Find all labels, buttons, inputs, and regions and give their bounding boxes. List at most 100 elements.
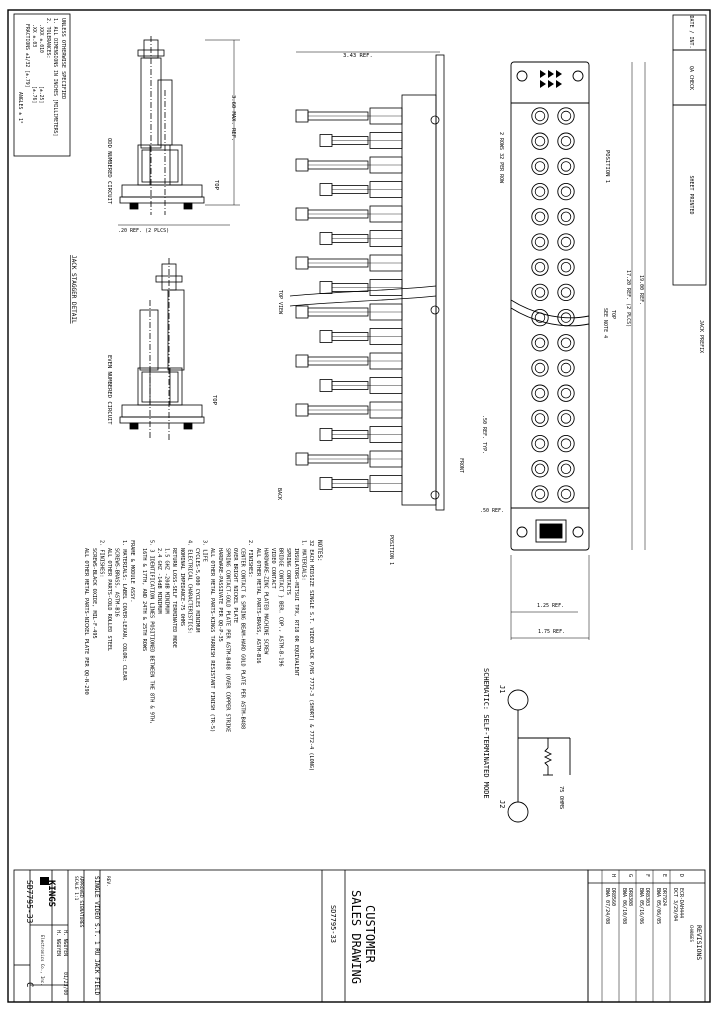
jack-inner [534,438,546,449]
note-line: RETURN LOSS-SELF TERMINATED MODE [171,548,177,648]
kings-logo-icon [40,877,49,885]
general-notes-box: UNLESS OTHERWISE SPECIFIED 1. ALL DIMENS… [13,13,71,157]
title-number: SD7795-33 [25,880,34,924]
side-width-dim: 3.43 REF. [343,53,373,59]
title-dwg-small: SD7795-33 [329,905,337,943]
revision-date: BWA 05/06/05 [655,888,661,924]
jack-inner [560,362,572,374]
side-jack-tip [319,330,333,343]
jack-outer [557,132,575,150]
jack-outer [557,107,575,125]
general-notes-tol1: .XXX ±.010 [38,24,44,53]
front-edge: .50 REF. [480,508,504,514]
general-notes-tol4: ANGLES ± 1° [17,92,23,124]
note-line: 2. FINISHES: [98,540,104,577]
odd-width-dim: .20 REF. (2 PLCS) [118,228,169,234]
front-position1: POSITION 1 [604,150,610,183]
jack-outer [557,157,575,176]
revision-date: BWA 06/10/08 [621,888,627,924]
jack-outer [557,308,575,327]
even-top-label: TOP [211,395,217,406]
revision-change: DR8303 [644,888,650,906]
jack-outer [557,334,575,352]
note-line: 3. LIFE [202,540,208,562]
side-jack-tip [295,158,309,172]
note-line: VIDEO CONTACT [270,548,276,589]
margin-label-printed: SHEET PRINTED [688,175,694,214]
jack-inner [560,438,572,449]
jack-outer [531,485,549,503]
note-line: 1.5 GHZ -20dB MINIMUM [164,548,170,614]
front-length-2plcs: 17.20 REF. (2 PLCS) [625,270,631,327]
general-notes-tol2: .XX ±.03 [31,24,37,47]
jack-inner [534,488,546,500]
note-line: SCREWS-BLACK OXIDE, MIL-F-495 [91,548,97,639]
title-date: 01/23/00 [62,972,68,995]
side-jack-tip [295,403,309,417]
note-line: BRIDGE CONTACT } BER. COP., ASTM-B-196 [278,548,284,667]
schematic [507,689,571,823]
jack-outer [557,233,575,251]
side-position1: POSITION 1 [388,535,394,565]
title-customer: CUSTOMER [363,905,377,964]
note-line: FRAME & MODULE ASSY. [129,540,135,602]
side-jack-tip [319,134,333,147]
note-line: SCREWS-BRASS, ASTM-B16 [114,548,120,617]
jack-inner [534,413,546,424]
jack-inner [560,287,572,298]
side-jack-tip [295,354,309,368]
general-notes-line2: 2. TOLERANCES: [45,18,51,58]
jack-inner [560,236,572,248]
side-back: BACK [276,488,282,500]
jack-inner [534,287,546,298]
revision-letter: D [678,874,684,877]
front-view-panel [510,61,590,551]
revision-date: BWA 05/16/06 [638,888,644,924]
jack-inner [560,211,572,223]
note-line: INSULATORS-MITSUI TPX, RT18 OR EQUIVALEN… [293,548,299,676]
jack-outer [557,182,575,201]
note-line: 2. FINISHES: [247,540,253,577]
jack-outer [557,409,575,428]
jack-outer [531,182,549,201]
note-line: CENTER CONTACT & SPRING BEAM-HARD GOLD P… [240,548,246,729]
title-sales: SALES DRAWING [349,890,363,984]
note-line: 5. 3 IDENTIFICATION LINES POSITIONED BET… [148,540,154,724]
odd-top-label: TOP [213,180,219,191]
jack-outer [531,359,549,377]
jack-inner [560,135,572,147]
margin-boxes: DATE / INT. QA CHECK SHEET PRINTED [672,14,707,286]
jack-inner [534,337,546,349]
note-line: HARDWARE-ZINC PLATED MACHINE SCREW [262,548,268,655]
side-jack-tip [295,207,309,221]
margin-label-qa: QA CHECK [688,66,694,90]
jack-outer [557,384,575,402]
jack-outer [531,132,549,150]
title-company-sub: Electronics Co., Inc. [40,935,45,986]
jack-outer [531,258,549,276]
jack-inner [560,161,572,172]
jack-inner [534,362,546,374]
side-jack-tip [295,256,309,270]
general-notes-tol2b: [±.76] [31,86,37,103]
revision-letter: F [644,874,650,877]
jack-inner [534,236,546,248]
jack-grid [531,107,575,503]
jack-outer [557,359,575,377]
revision-change: ECR-DAH444 [678,888,684,918]
jack-inner [560,337,572,349]
note-line: OVER BRIGHT NICKEL PLATE [232,548,238,623]
front-w125: 1.25 REF. [537,603,564,609]
revision-change: DR8308 [627,888,633,906]
note-line: HARDWARE-PASSIVATE PER QQ-P-35 [217,548,223,642]
jack-inner [534,161,546,172]
title-rev: REV. [105,876,111,887]
side-jack-tip [295,109,309,123]
jack-outer [557,460,575,478]
schematic-j2: J2 [498,800,506,808]
jack-outer [531,409,549,428]
note-line: ALL OTHER PARTS-COLD ROLLED STEEL [106,548,112,651]
